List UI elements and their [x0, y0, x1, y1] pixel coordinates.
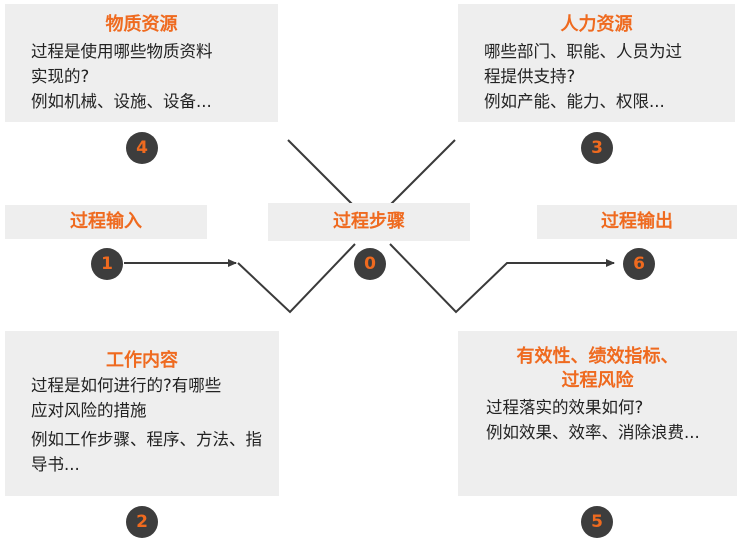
work-line-4: 导书... — [31, 455, 80, 474]
human-line-2: 程提供支持? — [484, 67, 576, 86]
process-input-label: 过程输入 — [5, 205, 207, 239]
effectiveness-title-2: 过程风险 — [561, 370, 634, 391]
effect-line-1: 过程落实的效果如何? — [486, 398, 644, 417]
human-resources-title: 人力资源 — [560, 14, 633, 35]
effectiveness-box: 有效性、绩效指标、 过程风险 过程落实的效果如何? 例如效果、效率、消除浪费..… — [458, 331, 737, 496]
badge-4: 4 — [126, 132, 158, 164]
v-line-left — [237, 243, 356, 314]
badge-3: 3 — [581, 132, 613, 164]
badge-0: 0 — [354, 248, 386, 280]
work-content-title: 工作内容 — [106, 350, 178, 371]
material-line-1: 过程是使用哪些物质资料 — [31, 42, 213, 61]
human-line-3: 例如产能、能力、权限... — [484, 92, 665, 111]
effect-line-2: 例如效果、效率、消除浪费... — [486, 423, 700, 442]
human-line-1: 哪些部门、职能、人员为过 — [484, 42, 682, 61]
process-output-label: 过程输出 — [537, 205, 737, 239]
material-resources-title: 物质资源 — [105, 14, 178, 35]
badge-2: 2 — [126, 506, 158, 538]
v-line-right — [389, 243, 615, 314]
x-line-left — [287, 139, 361, 213]
material-resources-box: 物质资源 过程是使用哪些物质资料 实现的? 例如机械、设施、设备... — [5, 4, 278, 122]
human-resources-box: 人力资源 哪些部门、职能、人员为过 程提供支持? 例如产能、能力、权限... — [458, 4, 735, 122]
work-line-2: 应对风险的措施 — [31, 401, 147, 420]
process-steps-label: 过程步骤 — [268, 203, 470, 241]
x-line-right — [382, 139, 456, 213]
material-line-3: 例如机械、设施、设备... — [31, 92, 212, 111]
effectiveness-title-1: 有效性、绩效指标、 — [516, 346, 679, 367]
material-line-2: 实现的? — [31, 67, 90, 86]
badge-6: 6 — [623, 248, 655, 280]
work-line-1: 过程是如何进行的?有哪些 — [31, 376, 222, 395]
badge-5: 5 — [581, 506, 613, 538]
work-line-3: 例如工作步骤、程序、方法、指 — [31, 430, 262, 449]
badge-1: 1 — [91, 248, 123, 280]
work-content-box: 工作内容 过程是如何进行的?有哪些 应对风险的措施 例如工作步骤、程序、方法、指… — [5, 331, 279, 496]
